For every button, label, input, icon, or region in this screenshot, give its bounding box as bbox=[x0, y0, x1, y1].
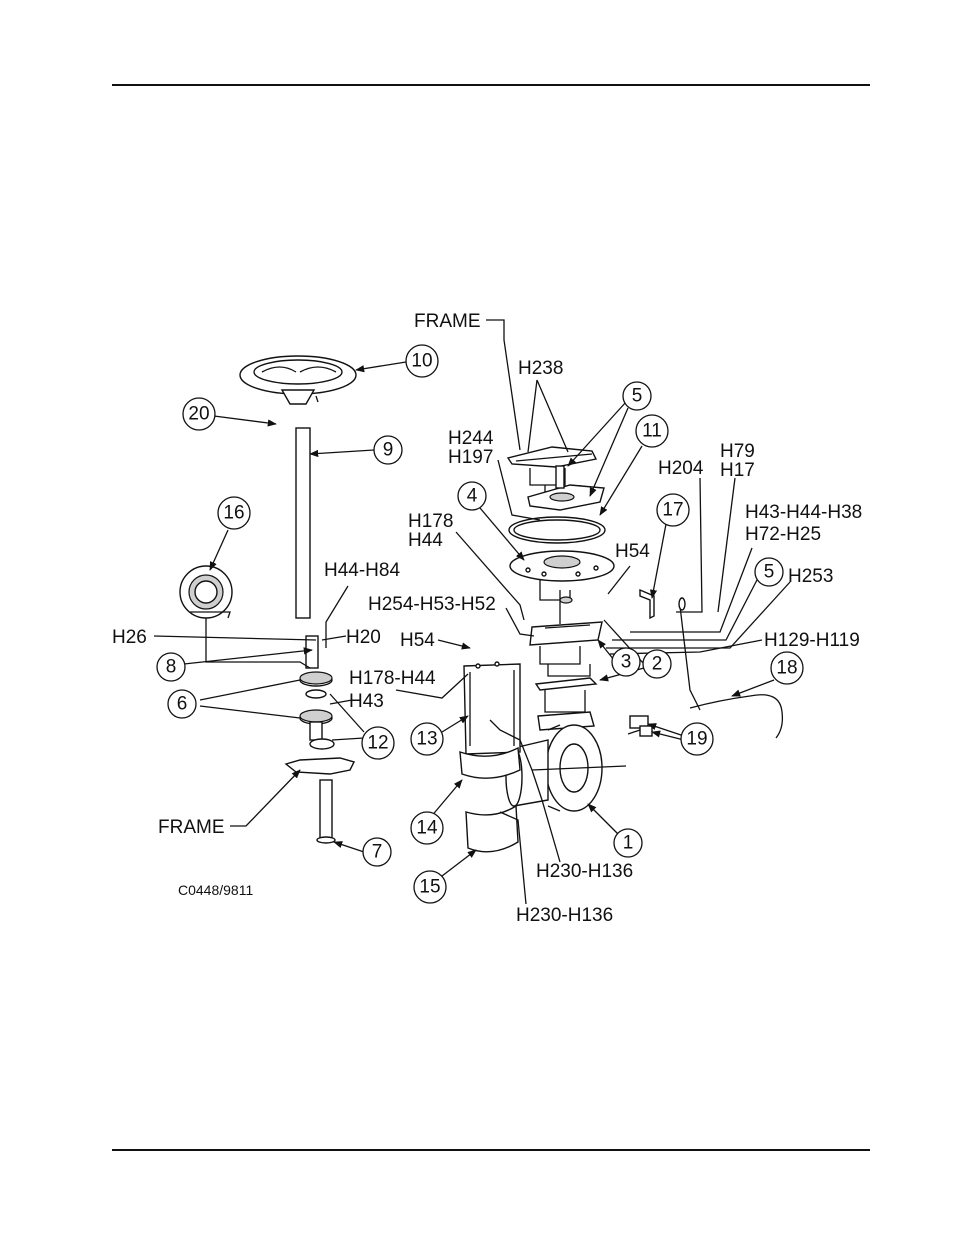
callout-14: 14 bbox=[410, 811, 444, 845]
label-h230-h136-upper: H230-H136 bbox=[536, 861, 633, 882]
svg-text:11: 11 bbox=[642, 421, 662, 442]
bottom-shield bbox=[465, 804, 519, 853]
label-frame-bottom: FRAME bbox=[158, 817, 225, 838]
label-h197: H197 bbox=[448, 447, 493, 468]
label-h204: H204 bbox=[658, 458, 704, 479]
svg-text:3: 3 bbox=[621, 652, 632, 673]
callout-bubbles: 10 20 9 16 5 11 4 17 5 8 3 2 18 6 12 13 … bbox=[156, 344, 804, 904]
svg-text:18: 18 bbox=[776, 658, 797, 679]
label-h178-h44: H178-H44 bbox=[349, 668, 436, 689]
svg-text:19: 19 bbox=[686, 729, 707, 750]
svg-text:5: 5 bbox=[764, 562, 775, 583]
callout-8: 8 bbox=[156, 652, 186, 682]
svg-text:12: 12 bbox=[367, 733, 388, 754]
svg-text:16: 16 bbox=[223, 503, 244, 524]
callout-17: 17 bbox=[656, 493, 690, 527]
label-h178-right: H178 bbox=[408, 511, 453, 532]
svg-text:10: 10 bbox=[411, 351, 432, 372]
steering-shaft bbox=[295, 427, 311, 619]
motor-cover bbox=[463, 661, 521, 755]
svg-text:13: 13 bbox=[416, 729, 437, 750]
bottom-rule bbox=[112, 1149, 870, 1151]
top-rule bbox=[112, 84, 870, 86]
svg-text:1: 1 bbox=[623, 833, 634, 854]
drawing-code: C0448/9811 bbox=[178, 882, 253, 898]
callout-20: 20 bbox=[182, 397, 216, 431]
bracket bbox=[639, 588, 655, 620]
callout-1: 1 bbox=[613, 828, 643, 858]
label-h43-h44-h38: H43-H44-H38 bbox=[745, 502, 862, 523]
label-h26: H26 bbox=[112, 627, 147, 648]
label-frame-top: FRAME bbox=[414, 311, 481, 332]
callout-9: 9 bbox=[373, 435, 403, 465]
label-h17: H17 bbox=[720, 460, 755, 481]
label-h20: H20 bbox=[346, 627, 381, 648]
svg-text:9: 9 bbox=[383, 440, 394, 461]
callout-6: 6 bbox=[167, 689, 197, 719]
part-labels: FRAME H238 H244 H197 H79 H17 H204 H178 H… bbox=[112, 311, 862, 926]
callout-5-right: 5 bbox=[754, 557, 784, 587]
callout-19: 19 bbox=[680, 722, 714, 756]
label-h79: H79 bbox=[720, 441, 755, 462]
bearing-housing bbox=[527, 465, 605, 511]
callout-5-top: 5 bbox=[622, 381, 652, 411]
svg-text:20: 20 bbox=[188, 404, 209, 425]
label-h254-h53-h52: H254-H53-H52 bbox=[368, 594, 496, 615]
label-h230-h136-lower: H230-H136 bbox=[516, 905, 613, 926]
svg-text:6: 6 bbox=[177, 694, 188, 715]
svg-text:8: 8 bbox=[166, 657, 177, 678]
wire-harness bbox=[678, 597, 784, 739]
ring-gear bbox=[508, 516, 606, 544]
callout-11: 11 bbox=[635, 414, 669, 448]
steering-wheel bbox=[239, 355, 357, 405]
callout-12: 12 bbox=[361, 726, 395, 760]
svg-text:17: 17 bbox=[662, 500, 683, 521]
svg-text:7: 7 bbox=[372, 842, 383, 863]
callout-15: 15 bbox=[413, 870, 447, 904]
callout-2: 2 bbox=[642, 649, 672, 679]
svg-text:2: 2 bbox=[652, 654, 663, 675]
turntable-bearing bbox=[509, 550, 615, 582]
label-h253: H253 bbox=[788, 566, 833, 587]
label-h44-h84: H44-H84 bbox=[324, 560, 400, 581]
callout-3: 3 bbox=[611, 647, 641, 677]
label-h54-left: H54 bbox=[400, 630, 435, 651]
horn-dome bbox=[179, 565, 233, 619]
callout-16: 16 bbox=[217, 496, 251, 530]
label-h72-h25: H72-H25 bbox=[745, 524, 821, 545]
column-hardware bbox=[284, 635, 356, 844]
svg-text:14: 14 bbox=[416, 818, 438, 839]
label-h44-right: H44 bbox=[408, 530, 443, 551]
callout-18: 18 bbox=[770, 651, 804, 685]
callout-4: 4 bbox=[457, 481, 487, 511]
connector bbox=[627, 715, 653, 737]
callout-7: 7 bbox=[362, 837, 392, 867]
callout-10: 10 bbox=[405, 344, 439, 378]
label-h54-top: H54 bbox=[615, 541, 650, 562]
lower-shield bbox=[459, 746, 521, 779]
label-h43: H43 bbox=[349, 691, 384, 712]
label-h238: H238 bbox=[518, 358, 563, 379]
svg-text:4: 4 bbox=[467, 486, 478, 507]
svg-text:15: 15 bbox=[419, 877, 440, 898]
leader-lines bbox=[153, 319, 791, 905]
label-h244: H244 bbox=[448, 428, 494, 449]
callout-13: 13 bbox=[410, 722, 444, 756]
svg-text:5: 5 bbox=[632, 386, 643, 407]
motor-mount-stack bbox=[529, 580, 603, 731]
label-h129-h119: H129-H119 bbox=[764, 630, 860, 651]
